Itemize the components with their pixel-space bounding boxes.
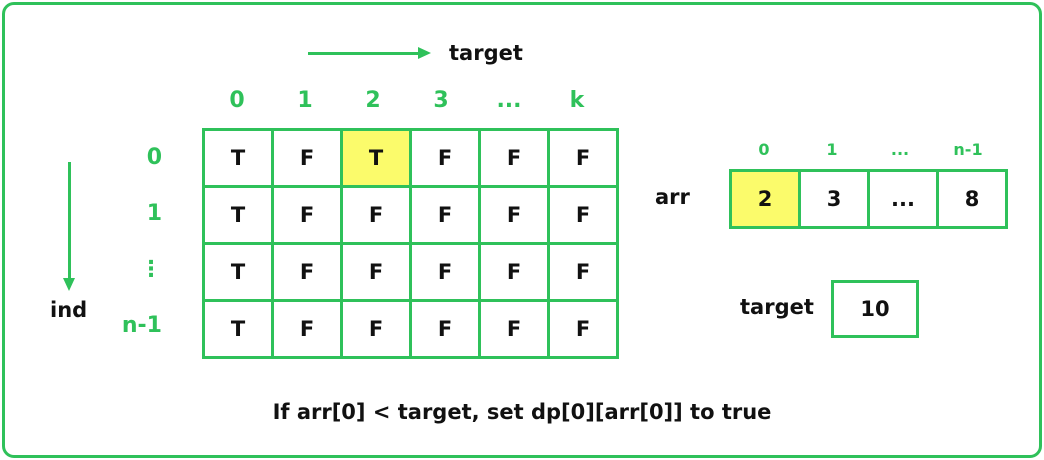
row-header: 0: [146, 145, 162, 170]
arr-cell: 3: [798, 169, 870, 229]
arr-index: ...: [890, 140, 910, 159]
table-row: T F F F F F: [202, 299, 619, 359]
arr-index: 1: [826, 140, 838, 159]
dp-cell: T: [202, 242, 274, 302]
dp-table: T F T F F F T F F F F F T F F F F F T F …: [202, 128, 619, 359]
dp-cell: F: [547, 185, 619, 245]
dp-cell: F: [271, 242, 343, 302]
target-label: target: [740, 295, 814, 319]
target-value-box: 10: [831, 280, 919, 338]
dp-cell: F: [478, 128, 550, 188]
dp-cell: F: [271, 128, 343, 188]
row-header: ⋮: [140, 257, 162, 282]
row-header: n-1: [121, 313, 162, 338]
dp-cell: T: [202, 185, 274, 245]
ind-axis-label: ind: [50, 298, 88, 322]
dp-cell: F: [271, 299, 343, 359]
arr-index: 0: [758, 140, 770, 159]
dp-cell: F: [547, 128, 619, 188]
arr-cell: ...: [867, 169, 939, 229]
column-header: k: [569, 88, 585, 113]
arr-cell-highlighted: 2: [729, 169, 801, 229]
ind-direction-arrow: [68, 162, 71, 280]
dp-cell-highlighted: T: [340, 128, 412, 188]
dp-cell: F: [271, 185, 343, 245]
dp-cell: F: [340, 242, 412, 302]
column-header: 2: [365, 88, 381, 113]
dp-cell: F: [409, 242, 481, 302]
table-row: T F F F F F: [202, 185, 619, 245]
column-header: 3: [433, 88, 449, 113]
column-header: ...: [496, 88, 522, 113]
dp-cell: T: [202, 128, 274, 188]
dp-cell: F: [340, 185, 412, 245]
dp-cell: T: [202, 299, 274, 359]
dp-cell: F: [409, 299, 481, 359]
arr-label: arr: [655, 185, 690, 209]
dp-cell: F: [547, 299, 619, 359]
table-row: T F T F F F: [202, 128, 619, 188]
table-row: T F F F F F: [202, 242, 619, 302]
target-arrow-head: [418, 47, 431, 59]
row-header: 1: [146, 201, 162, 226]
dp-cell: F: [340, 299, 412, 359]
target-direction-arrow: [308, 52, 420, 55]
target-axis-label: target: [449, 41, 523, 65]
arr-array: 2 3 ... 8: [729, 169, 1008, 229]
dp-cell: F: [409, 185, 481, 245]
dp-cell: F: [478, 299, 550, 359]
dp-cell: F: [478, 242, 550, 302]
table-row: 2 3 ... 8: [729, 169, 1008, 229]
dp-cell: F: [478, 185, 550, 245]
dp-cell: F: [409, 128, 481, 188]
column-header: 1: [297, 88, 313, 113]
ind-arrow-head: [63, 278, 75, 291]
caption: If arr[0] < target, set dp[0][arr[0]] to…: [272, 400, 772, 424]
dp-cell: F: [547, 242, 619, 302]
arr-index: n-1: [953, 140, 983, 159]
arr-cell: 8: [936, 169, 1008, 229]
column-header: 0: [229, 88, 245, 113]
